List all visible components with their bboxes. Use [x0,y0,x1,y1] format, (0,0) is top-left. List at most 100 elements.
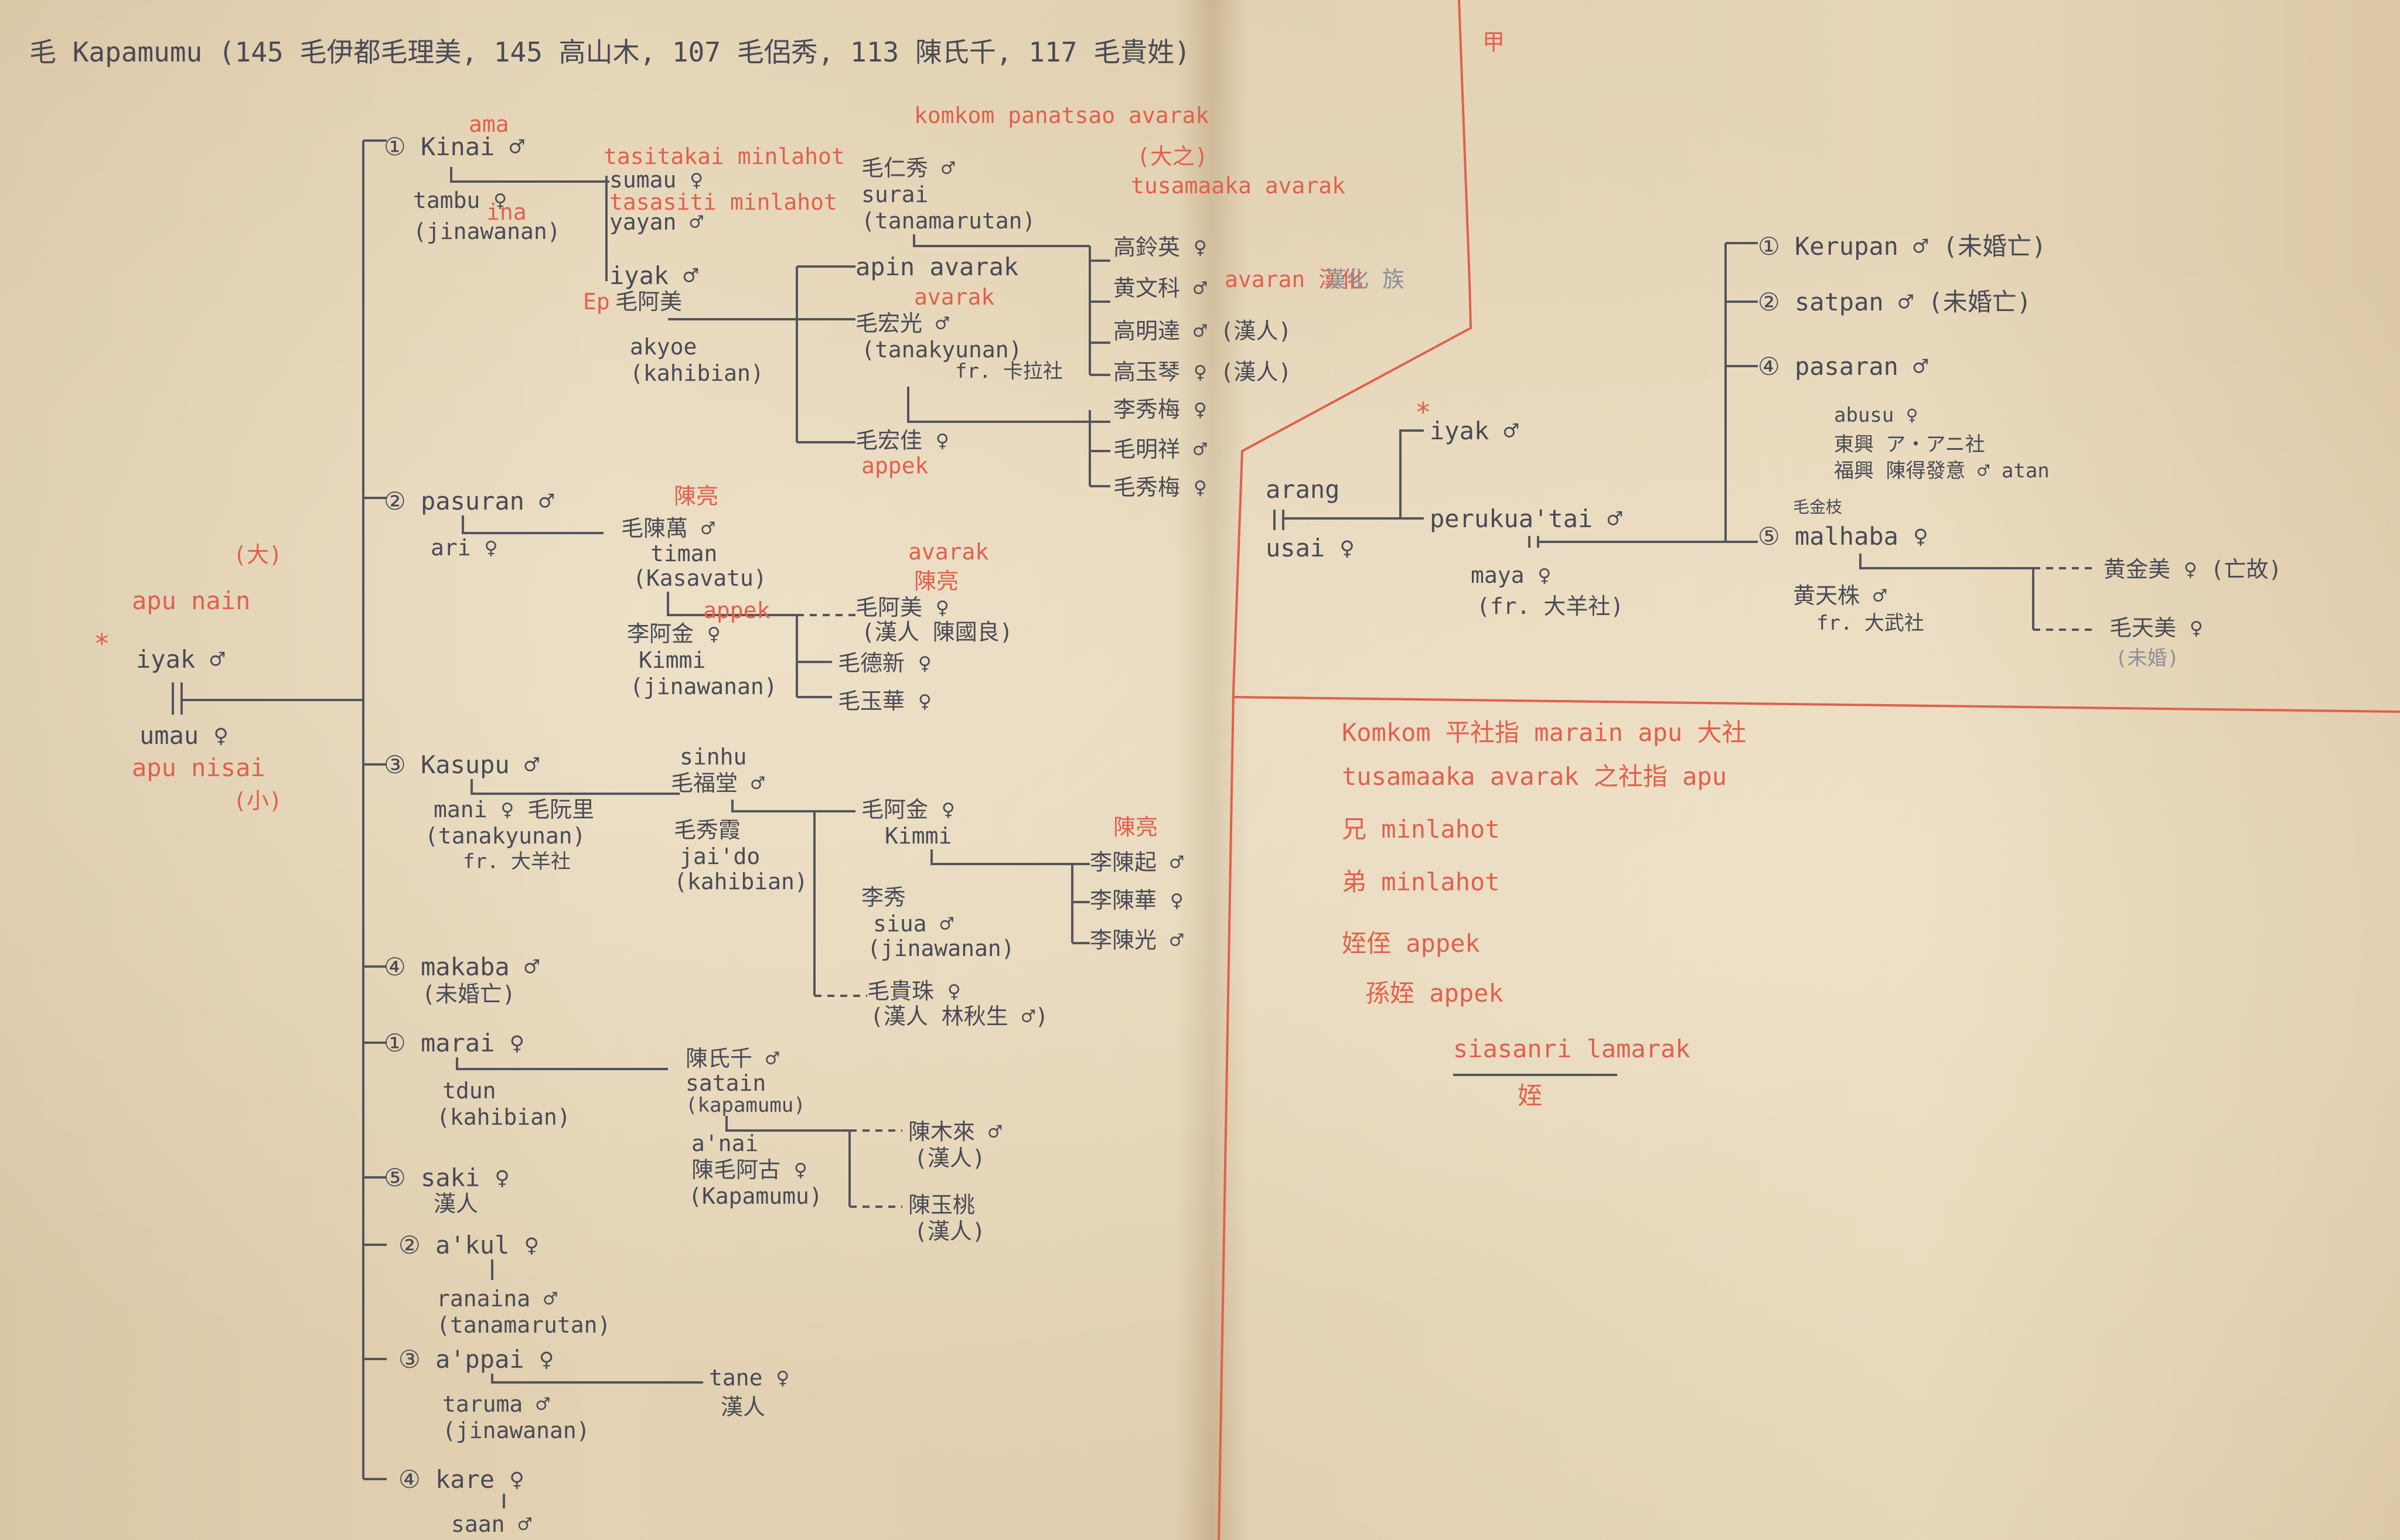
akyoe-origin: (kahibian) [630,360,764,386]
root-wife: umau ♀ [139,721,229,750]
marai-c2-origin: (Kapamumu) [688,1183,823,1209]
pasaran-right: ④ pasaran ♂ [1758,352,1928,381]
kasupu: ③ Kasupu ♂ [384,750,539,779]
mani-note: fr. 大羊社 [463,850,571,873]
pasuran-c1: 毛陳萬 ♂ [621,515,715,541]
gc1-surai: surai [861,182,928,207]
kare: ④ kare ♀ [398,1465,524,1494]
pasuran-gc-red2: 陳亮 [914,568,959,594]
page-header: 毛 Kapamumu (145 毛伊都毛理美, 145 高山木, 107 毛侶秀… [29,36,1191,68]
ggc-red-note: (大之) [1137,144,1208,169]
kimmi-2: Kimmi [885,823,952,849]
grey-avaran-note: avaran 漢化 [1225,267,1363,292]
ranaina: ranaina ♂ [437,1286,557,1312]
note-4: 弟 minlahot [1342,868,1500,896]
satpan: ② satpan ♂ (未婚亡) [1758,288,2031,316]
perukuatai: perukua'tai ♂ [1430,504,1622,533]
sumau: sumau ♀ [609,167,703,193]
kasupu-gc1: 毛阿金 ♀ [861,797,955,822]
huang-tianzhu: 黄天株 ♂ [1793,583,1887,609]
abusu: abusu ♀ [1834,404,1918,427]
ggc6: 毛明祥 ♂ [1113,436,1207,462]
tdun-origin: (kahibian) [437,1104,571,1130]
siua-origin: (jinawanan) [867,935,1015,961]
star-marker-right: * [1415,397,1431,428]
root-husband-red: apu nain [132,586,250,615]
aikul: ② a'kul ♀ [398,1231,539,1259]
pasaran-note2: 福興 陳得發意 ♂ atan [1834,459,2050,483]
gc4-red: appek [861,453,929,479]
ggc1: 高鈴英 ♀ [1113,234,1207,260]
gc2-apin: apin avarak [855,252,1018,281]
gc3-chinese: 毛宏光 ♂ [855,310,949,336]
mani-origin: (tanakyunan) [425,823,586,849]
maya: maya ♀ [1471,562,1551,588]
appai: ③ a'ppai ♀ [398,1345,554,1374]
kerupan: ① Kerupan ♂ (未婚亡) [1758,232,2046,261]
kinai-branch: ama ① Kinai ♂ tambu ♀ ina (jinawanan) ta… [384,103,1404,500]
sumau-red: tasitakai minlahot [604,144,845,169]
sinhu: sinhu [680,744,746,770]
tdun: tdun [442,1078,496,1104]
note-3: 兄 minlahot [1342,815,1500,844]
note-1: Komkom 平社指 marain apu 大社 [1342,718,1746,747]
ranaina-origin: (tanamarutan) [437,1312,611,1338]
satain-origin: (kapamumu) [686,1094,806,1117]
maya-note: (fr. 大羊社) [1477,593,1624,619]
note-5: 姪侄 appek [1342,929,1480,958]
ggc7: 毛秀梅 ♀ [1113,474,1207,500]
malhaba-chinese: 毛金枝 [1793,497,1842,517]
ggc2: 黄文科 ♂ [1113,275,1207,301]
marai-gc1: 陳木來 ♂ [908,1119,1002,1145]
kasupu-c1: 毛福堂 ♂ [671,770,765,796]
saan: saan ♂ [451,1511,531,1537]
tane-note: 漢人 [721,1394,765,1420]
mani: mani ♀ 毛阮里 [434,797,594,822]
kimmi-1: Kimmi [639,647,705,673]
pasuran-gc-red3: appek [703,597,771,623]
red-notes: Komkom 平社指 marain apu 大社 tusamaaka avara… [1342,718,1746,1110]
tane: tane ♀ [709,1365,789,1391]
marai-gc1-note: (漢人) [914,1145,986,1171]
ari: ari ♀ [431,535,497,561]
iyak-2-red: Ep [583,289,610,315]
satain: satain [686,1070,766,1096]
pasuran-gc-red: avarak [908,539,988,565]
makaba-note: (未婚亡) [422,981,516,1007]
malhaba-gc2: 毛天美 ♀ [2109,615,2203,641]
kinai: ① Kinai ♂ [384,132,524,161]
anai: a'nai [691,1131,758,1156]
saki-note: 漢人 [434,1191,478,1217]
root-red-note-bottom: (小) [233,788,282,814]
note-8: 姪 [1518,1081,1542,1110]
kasupu-ggc-red: 陳亮 [1113,814,1158,840]
root-husband: iyak ♂ [136,645,225,674]
pasuran-gc2: 毛德新 ♀ [838,650,932,676]
marai: ① marai ♀ [384,1029,524,1057]
marai-c2: 陳毛阿古 ♀ [691,1157,807,1183]
kasupu-gc3-note: (漢人 林秋生 ♂) [870,1003,1048,1029]
kasupu-gc2: 李秀 [861,885,906,910]
root-wife-red: apu nisai [132,753,265,782]
marai-c1: 陳氏千 ♂ [686,1046,779,1071]
kare-branch: ④ kare ♀ saan ♂ [398,1465,531,1537]
kasupu-ggc1: 李陳起 ♂ [1090,849,1184,875]
star-marker: * [94,628,110,660]
usai: usai ♀ [1266,534,1355,562]
ggc4: 高玉琴 ♀ (漢人) [1113,359,1291,385]
makaba-name: ④ makaba ♂ [384,952,539,981]
right-page-tree: 甲 arang usai ♀ * iyak ♂ perukua'tai ♂ ma… [1266,29,2282,670]
root-couple: (大) apu nain * iyak ♂ umau ♀ apu nisai (… [94,542,363,814]
jaido-origin: (kahibian) [674,869,808,894]
pasuran-c2: 李阿金 ♀ [627,621,721,647]
pasuran-branch: ② pasuran ♂ ari ♀ 陳亮 毛陳萬 ♂ timan (Kasava… [384,483,1013,714]
ggc3: 高明達 ♂ (漢人) [1113,318,1291,344]
grey-note-2: 漢化 族 [1324,267,1404,292]
aikul-branch: ② a'kul ♀ ranaina ♂ (tanamarutan) [398,1231,611,1338]
gc3-origin: (tanakyunan) [861,337,1022,363]
marai-gc2: 陳玉桃 [908,1192,975,1218]
red-divider-lines [1218,0,2400,1540]
siua: siua ♂ [873,911,953,937]
